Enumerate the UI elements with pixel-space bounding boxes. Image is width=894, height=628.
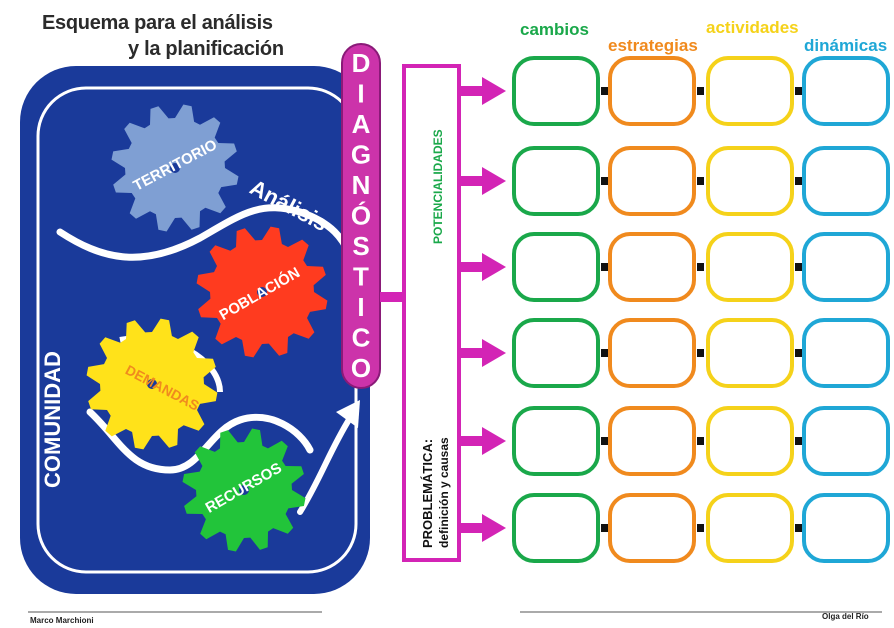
row-arrow-head	[482, 339, 506, 367]
cell-connector	[697, 524, 704, 532]
grid-cell	[802, 56, 890, 126]
row-arrow-shaft	[459, 348, 485, 358]
gear-demandas-hub	[147, 379, 157, 389]
gear-poblacion-hub	[257, 287, 267, 297]
grid-cell	[802, 406, 890, 476]
diagnostico-letter: T	[353, 262, 369, 292]
grid-cell	[512, 146, 600, 216]
grid-cell	[802, 232, 890, 302]
grid-cell	[802, 146, 890, 216]
analysis-path	[56, 204, 356, 266]
title-line-2: y la planificación	[128, 38, 284, 60]
grid-cell	[608, 406, 696, 476]
cell-connector	[795, 177, 802, 185]
diagnostico-connector	[380, 292, 406, 302]
flow-arrow-head	[336, 400, 360, 428]
planning-grid	[459, 56, 890, 563]
grid-cell	[512, 232, 600, 302]
grid-cell	[706, 232, 794, 302]
flow-arrow-shaft	[297, 415, 353, 515]
row-arrow-shaft	[459, 86, 485, 96]
grid-cell	[512, 56, 600, 126]
diagnostico-letter: I	[357, 79, 364, 109]
diagnostico-letter: G	[351, 140, 371, 170]
row-arrow-shaft	[459, 436, 485, 446]
diagnostico-letter: O	[351, 353, 371, 383]
problematica-line-2: definición y causas	[437, 437, 451, 548]
row-arrow-head	[482, 77, 506, 105]
grid-cell	[706, 56, 794, 126]
cell-connector	[601, 87, 608, 95]
column-label-cambios: cambios	[520, 20, 589, 39]
grid-cell	[512, 406, 600, 476]
column-label-estrategias: estrategias	[608, 36, 698, 55]
diagnostico-letter: S	[352, 231, 369, 261]
grid-cell	[608, 146, 696, 216]
gear-territorio	[111, 104, 239, 232]
diagnostico-letter: D	[352, 48, 371, 78]
cell-connector	[601, 263, 608, 271]
grid-cell	[608, 232, 696, 302]
cell-connector	[795, 263, 802, 271]
grid-cell	[706, 493, 794, 563]
problematica-line-1: PROBLEMÁTICA:	[420, 439, 435, 548]
row-arrow-head	[482, 253, 506, 281]
cell-connector	[697, 437, 704, 445]
diagnostico-letter: C	[352, 323, 371, 353]
cell-connector	[601, 524, 608, 532]
gear-recursos	[182, 428, 306, 552]
grid-cell	[802, 493, 890, 563]
grid-cell	[512, 493, 600, 563]
cell-connector	[795, 524, 802, 532]
cell-connector	[697, 349, 704, 357]
row-arrow-head	[482, 427, 506, 455]
potencialidades-label: POTENCIALIDADES	[431, 129, 445, 244]
cell-connector	[601, 177, 608, 185]
cell-connector	[795, 437, 802, 445]
row-arrow-shaft	[459, 523, 485, 533]
cell-connector	[601, 349, 608, 357]
grid-cell	[608, 493, 696, 563]
row-arrow-shaft	[459, 176, 485, 186]
cell-connector	[795, 87, 802, 95]
gear-poblacion	[196, 226, 328, 358]
diagnostico-letter: N	[352, 170, 371, 200]
grid-cell	[802, 318, 890, 388]
gear-recursos-hub	[239, 485, 249, 495]
cell-connector	[697, 87, 704, 95]
branch-panel	[402, 64, 461, 562]
cell-connector	[601, 437, 608, 445]
credit-left: Marco Marchioni	[30, 616, 94, 625]
row-arrow-head	[482, 167, 506, 195]
diagnostico-letter: Ó	[351, 201, 371, 231]
community-label: COMUNIDAD	[40, 351, 65, 488]
row-arrow-head	[482, 514, 506, 542]
credit-right: Olga del Río	[822, 612, 869, 621]
grid-cell	[706, 406, 794, 476]
cell-connector	[795, 349, 802, 357]
grid-cell	[608, 318, 696, 388]
cell-connector	[697, 263, 704, 271]
cell-connector	[697, 177, 704, 185]
title-line-1: Esquema para el análisis	[42, 12, 273, 34]
diagnostico-letter: I	[357, 292, 364, 322]
gear-demandas	[86, 318, 218, 450]
diagnostico-letter: A	[352, 109, 371, 139]
grid-cell	[512, 318, 600, 388]
column-label-dinamicas: dinámicas	[804, 36, 888, 55]
diagnostico-bar	[341, 43, 381, 389]
gear-territorio-hub	[170, 163, 180, 173]
grid-cell	[706, 318, 794, 388]
grid-cell	[608, 56, 696, 126]
column-label-actividades: actividades	[706, 18, 799, 37]
grid-cell	[706, 146, 794, 216]
row-arrow-shaft	[459, 262, 485, 272]
